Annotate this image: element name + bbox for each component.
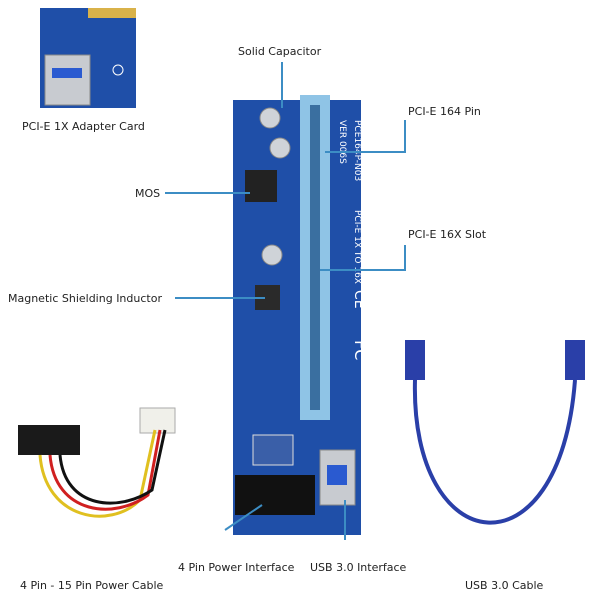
- label-usb-cable: USB 3.0 Cable: [465, 579, 544, 592]
- label-inductor: Magnetic Shielding Inductor: [8, 292, 162, 305]
- label-adapter-card: PCI-E 1X Adapter Card: [22, 120, 145, 133]
- callout-lines: [165, 62, 406, 540]
- label-mos: MOS: [135, 187, 161, 200]
- label-pcie-164-pin: PCI-E 164 Pin: [408, 105, 481, 118]
- adapter-card-image: [40, 8, 136, 108]
- riser-board-image: [233, 95, 361, 535]
- fc-mark: FC: [351, 340, 370, 360]
- ce-mark: CE: [351, 290, 367, 309]
- label-usb-interface: USB 3.0 Interface: [310, 561, 407, 574]
- power-cable-image: [18, 407, 176, 518]
- board-version-text: VER 006S: [337, 120, 347, 164]
- label-power-cable: 4 Pin - 15 Pin Power Cable: [20, 579, 164, 592]
- usb-cable-image: [405, 340, 585, 525]
- board-desc-text: PCI-E 1X TO 16X: [352, 210, 362, 284]
- label-power-interface: 4 Pin Power Interface: [178, 561, 295, 574]
- label-solid-capacitor: Solid Capacitor: [238, 45, 322, 58]
- label-pcie-16x-slot: PCI-E 16X Slot: [408, 228, 487, 241]
- board-model-text: PCE164P-N03: [352, 120, 362, 181]
